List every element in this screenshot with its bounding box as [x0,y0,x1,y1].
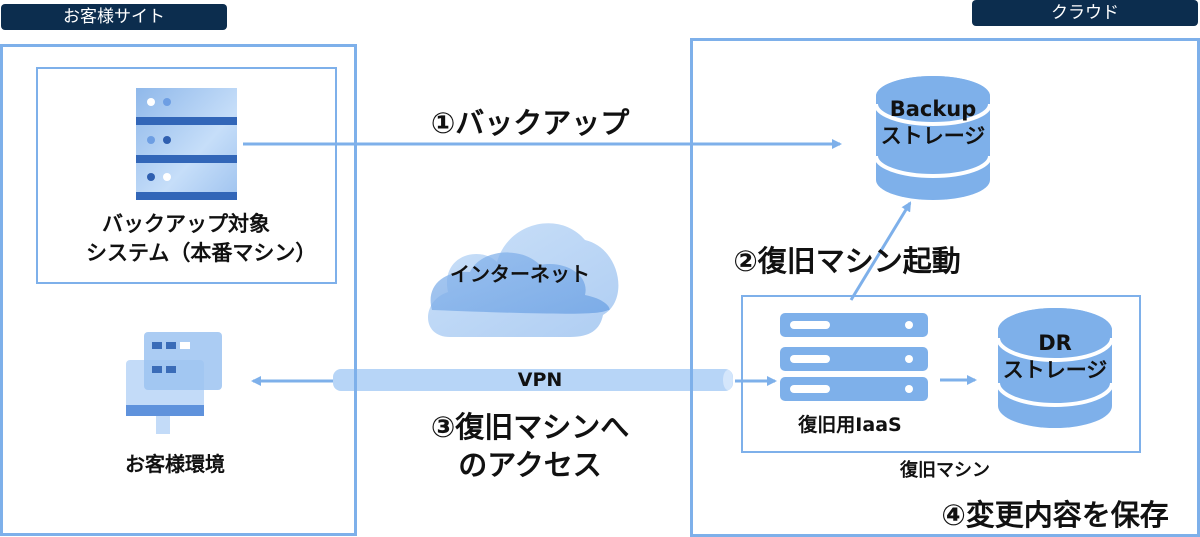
customer-env-label: お客様環境 [125,452,225,476]
recovery-machine-frame [741,295,1141,453]
vpn-tube [333,369,733,391]
backup-storage-label-line1: Backup [889,97,977,121]
customer-site-header: お客様サイト [1,4,227,30]
iaas-label: 復旧用IaaS [798,414,902,436]
dr-storage-label-line1: DR [1038,331,1072,355]
production-system-label-line1: バックアップ対象 [102,212,270,236]
backup-storage-label-line2: ストレージ [880,124,986,148]
recovery-machine-label: 復旧マシン [900,460,990,481]
server-rack-icon [136,88,237,200]
internet-label: インターネット [450,262,590,286]
backup-storage-label: Backup ストレージ [868,96,998,150]
step3-label-line1: ③復旧マシンへ [430,410,630,444]
recovery-start-arrow [849,201,912,301]
cloud-icon [428,223,619,337]
cloud-frame [690,38,1200,537]
vpn-label: VPN [517,369,563,391]
cloud-header: クラウド [972,0,1198,26]
step3-label: ③復旧マシンへ のアクセス [400,408,660,484]
desktop-monitor-icon [126,332,222,434]
step2-label: ②復旧マシン起動 [733,244,961,278]
dr-storage-label: DR ストレージ [990,330,1120,384]
dr-storage-label-line2: ストレージ [1002,358,1108,382]
step1-label: ①バックアップ [430,106,630,140]
production-system-label: バックアップ対象 システム（本番マシン） [86,210,317,268]
production-system-label-line2: システム（本番マシン） [86,241,317,265]
server-icon [780,313,928,401]
step3-label-line2: のアクセス [458,448,602,482]
database-icon-backup [874,76,992,200]
production-system-frame [36,67,337,284]
database-icon-dr [996,308,1114,428]
customer-site-frame [0,44,357,536]
step4-label: ④変更内容を保存 [941,498,1169,532]
